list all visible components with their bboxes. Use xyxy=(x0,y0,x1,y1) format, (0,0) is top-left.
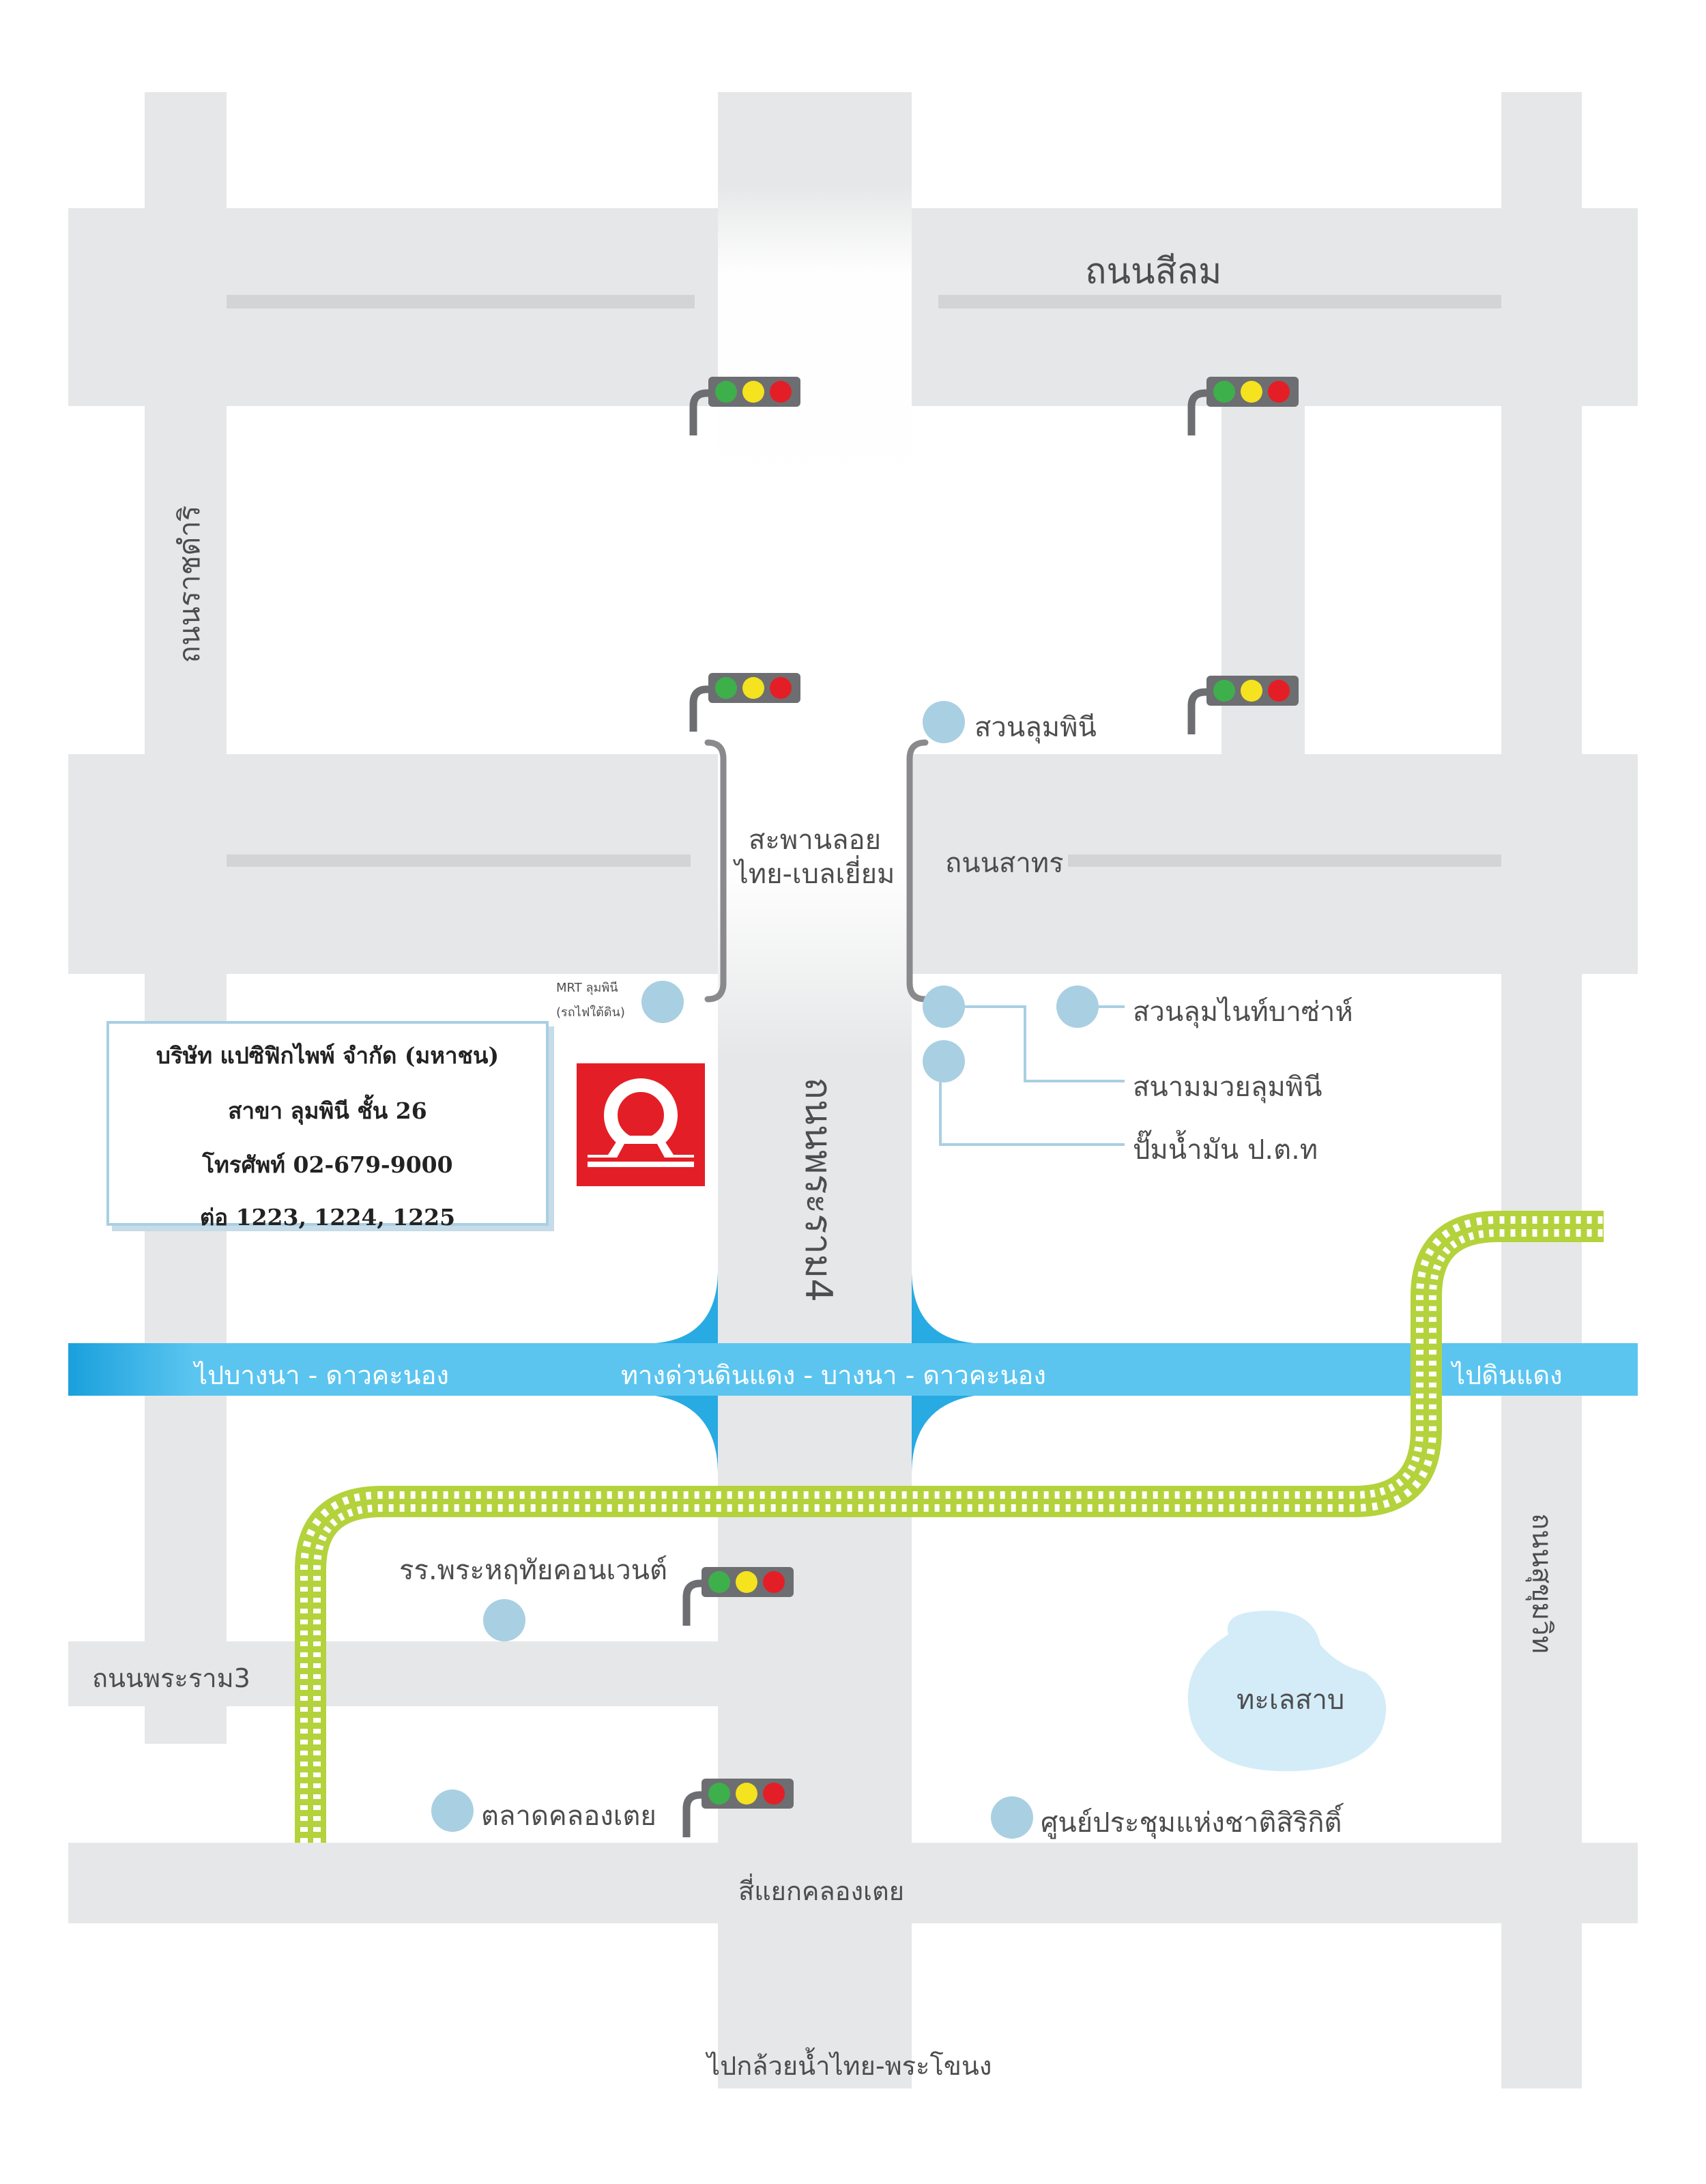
poi-label-ptt: ปั๊มน้ำมัน ป.ต.ท xyxy=(1133,1134,1318,1166)
poi-label-bazaar: สวนลุมไนท์บาซ่าห์ xyxy=(1133,996,1353,1028)
lane-sathorn-right xyxy=(1068,854,1501,867)
poi-dot-qsncc[interactable] xyxy=(991,1796,1033,1839)
leader-line-stadium xyxy=(940,1005,1125,1082)
expressway-band xyxy=(68,1343,1638,1396)
poi-dot-market[interactable] xyxy=(431,1790,474,1832)
leader-line-ptt xyxy=(939,1061,1125,1146)
traffic-light-rama4-market xyxy=(682,1779,794,1837)
road-label-rama4: ถนนพระราม4 xyxy=(797,1077,840,1302)
bridge-label-line2: ไทย-เบลเยี่ยม xyxy=(734,859,895,890)
traffic-light-soi-sathorn xyxy=(1187,676,1299,734)
bridge-bracket-right xyxy=(906,739,929,1003)
lake-label: ทะเลสาบ xyxy=(1237,1684,1345,1716)
traffic-light-rama4-sathorn xyxy=(689,673,800,732)
railway-ties xyxy=(300,1216,1604,1843)
poi-dot-bazaar[interactable] xyxy=(1056,986,1099,1028)
road-label-rama3: ถนนพระราม3 xyxy=(92,1663,250,1693)
poi-label-qsncc: ศูนย์ประชุมแห่งชาติสิริกิติ์ xyxy=(1041,1807,1342,1839)
company-name: บริษัท แปซิฟิกไพพ์ จำกัด (มหาชน) xyxy=(156,1042,500,1069)
poi-dot-mrt[interactable] xyxy=(641,981,684,1023)
poi-dot-ptt[interactable] xyxy=(923,1040,965,1082)
company-phone: โทรศัพท์ 02-679-9000 xyxy=(202,1151,453,1178)
railway-track xyxy=(295,1211,1604,1843)
road-rama3 xyxy=(68,1641,744,1706)
company-logo-icon xyxy=(588,1078,694,1167)
poi-label-school: รร.พระหฤทัยคอนเวนต์ xyxy=(399,1555,667,1586)
traffic-light-rama4-school xyxy=(682,1567,794,1626)
poi-label-mrt-line2: (รถไฟใต้ดิน) xyxy=(556,1005,625,1020)
traffic-light-rama4-silom xyxy=(689,377,800,435)
road-label-sathorn: ถนนสาทร xyxy=(945,848,1064,879)
company-extension: ต่อ 1223, 1224, 1225 xyxy=(199,1204,456,1231)
railway-rail-inner xyxy=(308,1224,1604,1843)
traffic-light-soi-silom xyxy=(1187,377,1299,435)
poi-label-mrt-line1: MRT ลุมพินี xyxy=(556,981,618,995)
lane-silom-right xyxy=(938,295,1501,308)
company-branch: สาขา ลุมพินี ชั้น 26 xyxy=(228,1097,427,1124)
road-right-vertical xyxy=(1501,92,1582,2088)
road-khlong-toei xyxy=(68,1843,1638,1923)
company-info-box: บริษัท แปซิฟิกไพพ์ จำกัด (มหาชน) สาขา ลุ… xyxy=(106,1021,549,1231)
bridge-bracket-left xyxy=(704,739,727,1003)
poi-label-market: ตลาดคลองเตย xyxy=(481,1800,656,1832)
expressway-label-right: ไปดินแดง xyxy=(1452,1360,1563,1390)
poi-dot-lumpini-park[interactable] xyxy=(923,701,965,743)
expressway-ramp-se xyxy=(912,1396,974,1474)
to-kluaynamthai-label: ไปกล้วยน้ำไทย-พระโขนง xyxy=(707,2051,992,2081)
bridge-label-line1: สะพานลอย xyxy=(748,824,882,856)
khlong-toei-junction-label: สี่แยกคลองเตย xyxy=(738,1876,904,1906)
expressway-label-center: ทางด่วนดินแดง - บางนา - ดาวคะนอง xyxy=(621,1360,1046,1390)
bridge-highlight xyxy=(718,184,912,1058)
road-label-silom: ถนนสีลม xyxy=(1085,251,1222,292)
lane-sathorn-left xyxy=(227,854,691,867)
poi-dot-school[interactable] xyxy=(483,1599,525,1641)
road-label-sukhumvit: ถนนสุขุมวิท xyxy=(1526,1513,1557,1654)
road-label-rajadamri: ถนนราชดำริ xyxy=(173,505,206,663)
poi-dot-stadium[interactable] xyxy=(923,986,965,1028)
poi-label-stadium: สนามมวยลุมพินี xyxy=(1133,1072,1322,1103)
expressway-ramp-ne xyxy=(912,1269,974,1343)
expressway-ramp-sw xyxy=(655,1396,718,1474)
lane-silom-left xyxy=(227,295,695,308)
poi-label-lumpini-park: สวนลุมพินี xyxy=(974,712,1097,743)
expressway-label-left: ไปบางนา - ดาวคะนอง xyxy=(194,1360,449,1390)
expressway-ramp-nw xyxy=(655,1269,718,1343)
lake-shape xyxy=(1187,1611,1387,1772)
company-logo[interactable] xyxy=(577,1063,705,1186)
